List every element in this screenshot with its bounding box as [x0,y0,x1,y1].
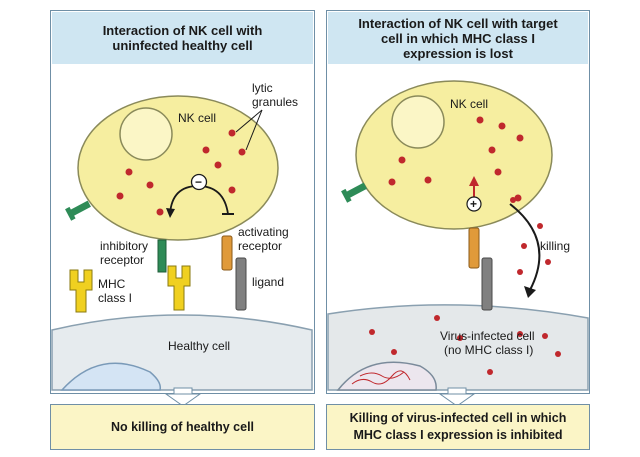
activating-receptor-right [468,227,480,269]
mhc-molecule-1 [69,269,93,313]
activating-label: activating [238,225,289,239]
infected-cell-nucleus [336,361,437,391]
floating-receptor-left [65,200,91,221]
ligand [235,257,247,311]
plus-sign: + [470,197,477,211]
mhc-molecule-2 [167,265,191,311]
healthy-cell-label: Healthy cell [168,339,230,353]
lytic-granules-left [116,129,246,216]
minus-sign: − [195,175,202,189]
killing-arrow [509,203,541,291]
right-panel-title: Interaction of NK cell with target cell … [328,12,588,64]
healthy-cell-nucleus [60,362,162,391]
lytic-granules-right [388,116,524,202]
ligand-right [481,257,493,311]
ligand-label: ligand [252,275,284,289]
activating-receptor [221,235,233,271]
minus-circle [190,173,208,191]
nk-nucleus-right [391,95,445,149]
inhibitory-receptor-label: receptor [100,253,144,267]
right-result-box: Killing of virus-infected cell in which … [326,404,590,450]
activating-receptor-label: receptor [238,239,282,253]
infected-cell-granules [369,315,561,375]
floating-receptor-right [341,182,367,203]
left-result-box: No killing of healthy cell [50,404,315,450]
left-panel-title: Interaction of NK cell with uninfected h… [52,12,313,64]
granules-label: granules [252,95,298,109]
no-mhc-label: (no MHC class I) [444,343,533,357]
down-arrow-right [438,387,476,407]
down-arrow-left [164,387,202,407]
virus-cell-label: Virus-infected cell [440,329,535,343]
nk-cell-label-right: NK cell [450,97,488,111]
nk-cell-label-left: NK cell [178,111,216,125]
class-label: class I [98,291,132,305]
inhibitory-label: inhibitory [100,239,148,253]
killing-label: killing [540,239,570,253]
plus-circle [466,196,482,212]
nk-nucleus-left [119,107,173,161]
inhibitory-receptor [157,239,167,273]
released-granules [510,197,551,275]
activation-arrow [469,176,479,186]
lytic-label: lytic [252,81,273,95]
mhc-label: MHC [98,277,126,291]
